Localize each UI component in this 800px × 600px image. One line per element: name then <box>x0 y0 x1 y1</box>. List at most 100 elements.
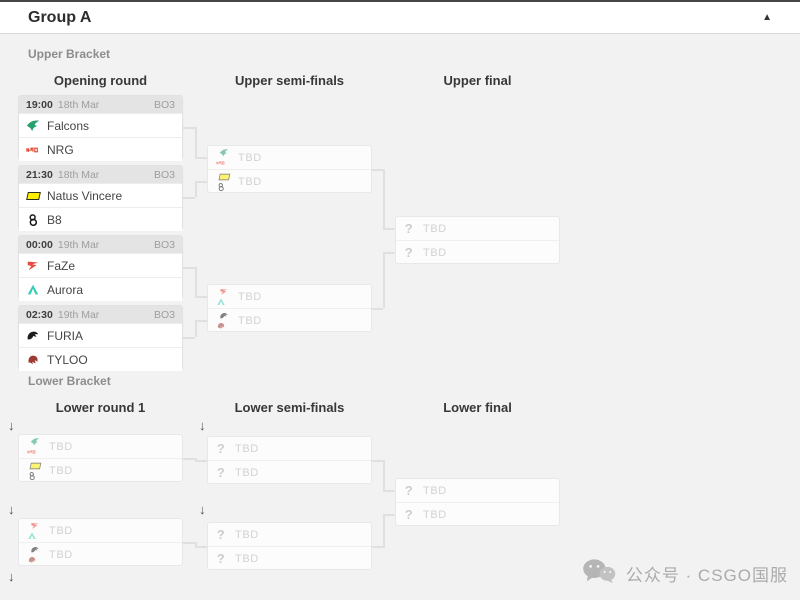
tbd-label: TBD <box>235 528 259 541</box>
tbd-label: TBD <box>49 440 73 453</box>
column-header-upper-semifinals: Upper semi-finals <box>234 73 345 88</box>
bracket-connector <box>383 252 385 308</box>
tbd-label: TBD <box>235 466 259 479</box>
tyloo-logo-icon <box>215 320 226 331</box>
furia-logo-icon <box>26 329 40 343</box>
team-row[interactable]: FaZe <box>19 253 182 277</box>
match-date: 19th Mar <box>57 238 100 251</box>
tyloo-logo-icon <box>26 554 37 565</box>
tyloo-logo-icon <box>26 353 40 367</box>
lower-round1-card: TBD TBD <box>18 518 183 566</box>
tbd-slot: TBD <box>208 169 371 193</box>
upper-final-card: ? TBD ? TBD <box>395 216 560 264</box>
column-header-lower-semifinals: Lower semi-finals <box>234 400 345 415</box>
bracket-connector <box>383 490 395 492</box>
drop-down-arrow-icon: ↓ <box>199 418 206 433</box>
potential-teams-icons <box>214 171 232 193</box>
bracket-connector <box>195 181 197 197</box>
bracket-connector <box>372 169 383 171</box>
drop-down-arrow-icon: ↓ <box>8 569 15 584</box>
team-row[interactable]: Natus Vincere <box>19 183 182 207</box>
b8-logo-icon <box>215 181 226 192</box>
question-placeholder-icon: ? <box>404 483 414 498</box>
bracket-connector <box>383 252 395 254</box>
team-row[interactable]: NRG <box>19 137 182 161</box>
tbd-label: TBD <box>423 508 447 521</box>
tbd-label: TBD <box>235 442 259 455</box>
tbd-slot: ? TBD <box>396 240 559 264</box>
upper-bracket-label: Upper Bracket <box>28 47 111 61</box>
bracket-connector <box>195 320 197 337</box>
match-schedule: 02:30 19th Mar BO3 <box>19 306 182 323</box>
question-placeholder-icon: ? <box>216 441 226 456</box>
match-format: BO3 <box>153 98 175 111</box>
lower-final-card: ? TBD ? TBD <box>395 478 560 526</box>
bracket-connector <box>195 320 207 322</box>
drop-down-arrow-icon: ↓ <box>199 502 206 517</box>
team-row[interactable]: B8 <box>19 207 182 231</box>
potential-teams-icons <box>25 436 43 458</box>
faze-logo-icon <box>26 259 40 273</box>
furia-logo-icon <box>29 544 40 555</box>
match-card: 21:30 18th Mar BO3 Natus Vincere B8 <box>18 165 183 231</box>
match-schedule: 00:00 19th Mar BO3 <box>19 236 182 253</box>
chevron-up-icon: ▲ <box>762 12 772 23</box>
faze-logo-icon <box>29 520 40 531</box>
furia-logo-icon <box>218 310 229 321</box>
group-title: Group A <box>28 8 92 26</box>
lower-bracket-label: Lower Bracket <box>28 374 111 388</box>
match-date: 19th Mar <box>57 308 100 321</box>
match-date: 18th Mar <box>57 98 100 111</box>
team-row[interactable]: Aurora <box>19 277 182 301</box>
question-placeholder-icon: ? <box>216 465 226 480</box>
wechat-icon <box>582 558 616 589</box>
match-card: 19:00 18th Mar BO3 Falcons NRG <box>18 95 183 161</box>
tbd-label: TBD <box>238 314 262 327</box>
column-header-opening-round: Opening round <box>53 73 148 88</box>
nrg-logo-icon <box>26 446 37 457</box>
potential-teams-icons <box>214 286 232 308</box>
team-row[interactable]: Falcons <box>19 113 182 137</box>
question-placeholder-icon: ? <box>216 527 226 542</box>
tbd-slot: ? TBD <box>208 546 371 570</box>
tbd-label: TBD <box>49 548 73 561</box>
nrg-logo-icon <box>215 157 226 168</box>
tbd-slot: ? TBD <box>208 437 371 460</box>
team-name: Natus Vincere <box>47 188 123 203</box>
bracket-connector <box>195 127 197 157</box>
team-name: FaZe <box>47 258 76 273</box>
team-row[interactable]: TYLOO <box>19 347 182 371</box>
bracket-connector <box>195 181 207 183</box>
drop-down-arrow-icon: ↓ <box>8 502 15 517</box>
bracket-connector <box>183 127 195 129</box>
tbd-slot: TBD <box>19 519 182 542</box>
match-card: 02:30 19th Mar BO3 FURIA TYLOO <box>18 305 183 371</box>
match-card: 00:00 19th Mar BO3 FaZe Aurora <box>18 235 183 301</box>
question-placeholder-icon: ? <box>216 551 226 566</box>
bracket-connector <box>183 267 195 269</box>
drop-down-arrow-icon: ↓ <box>8 418 15 433</box>
match-time: 02:30 <box>26 308 53 321</box>
collapse-button[interactable]: ▲ <box>758 10 776 25</box>
question-placeholder-icon: ? <box>404 221 414 236</box>
bracket-connector <box>195 460 207 462</box>
team-name: B8 <box>47 212 62 227</box>
tbd-label: TBD <box>235 552 259 565</box>
team-row[interactable]: FURIA <box>19 323 182 347</box>
bracket-connector <box>183 197 195 199</box>
aurora-logo-icon <box>26 283 40 297</box>
match-format: BO3 <box>153 238 175 251</box>
falcons-logo-icon <box>29 436 40 447</box>
tbd-slot: ? TBD <box>396 502 559 526</box>
tbd-slot: TBD <box>19 435 182 458</box>
bracket-connector <box>195 542 197 547</box>
potential-teams-icons <box>25 520 43 542</box>
potential-teams-icons <box>25 460 43 482</box>
team-name: Falcons <box>47 118 90 133</box>
bracket-connector <box>383 460 385 490</box>
tbd-label: TBD <box>238 175 262 188</box>
tbd-slot: ? TBD <box>396 217 559 240</box>
tbd-slot: TBD <box>208 146 371 169</box>
bracket-connector <box>195 157 207 159</box>
